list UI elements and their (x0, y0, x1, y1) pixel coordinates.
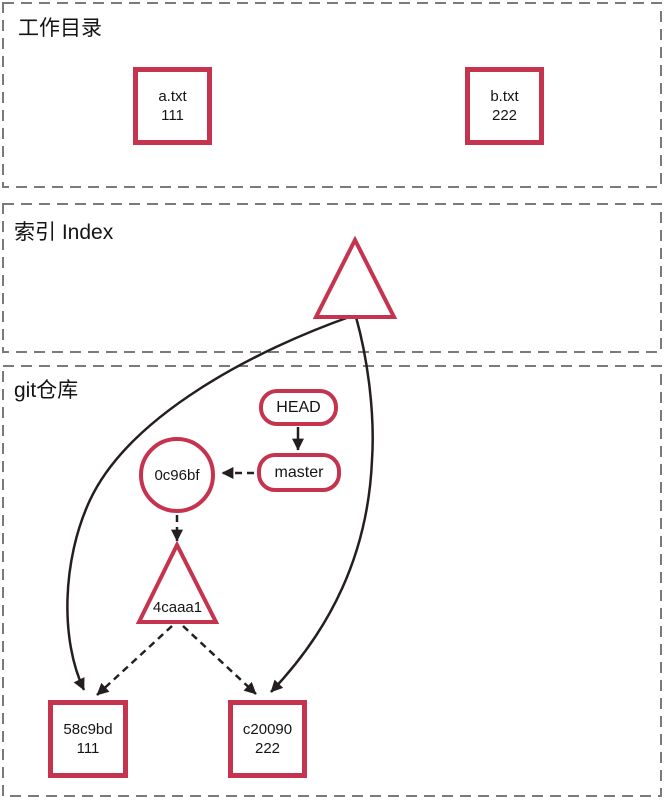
node-file-a: a.txt 111 (133, 67, 212, 145)
node-blob-c20090: c20090 222 (228, 700, 307, 778)
file-b-name: b.txt (490, 87, 519, 105)
node-file-b: b.txt 222 (465, 67, 544, 145)
node-tree-triangle (135, 540, 220, 624)
node-master: master (257, 453, 341, 492)
blob1-content: 111 (76, 740, 100, 757)
section-title-index: 索引 Index (14, 221, 114, 244)
node-blob-58c9bd: 58c9bd 111 (48, 700, 128, 778)
file-a-content: 111 (161, 107, 184, 124)
edge-tree-to-blob2 (182, 625, 257, 695)
section-frame-index (2, 203, 662, 353)
file-a-name: a.txt (158, 87, 187, 105)
edge-indextree-to-blob1 (66, 314, 353, 691)
node-index-tree-triangle (312, 235, 398, 319)
section-title-working-directory: 工作目录 (18, 17, 102, 40)
section-title-repo: git仓库 (14, 379, 79, 402)
edge-indextree-to-blob2 (270, 316, 374, 693)
node-head: HEAD (259, 389, 338, 426)
section-frame-working-directory (2, 2, 662, 188)
tree-triangle-label: 4caaa1 (152, 599, 203, 616)
section-frame-repo (2, 365, 662, 797)
node-commit-circle: 0c96bf (139, 437, 215, 513)
blob2-content: 222 (254, 740, 281, 757)
blob1-hash: 58c9bd (63, 720, 113, 738)
file-b-content: 222 (491, 107, 518, 124)
edge-tree-to-blob1 (96, 625, 173, 696)
blob2-hash: c20090 (242, 720, 293, 738)
